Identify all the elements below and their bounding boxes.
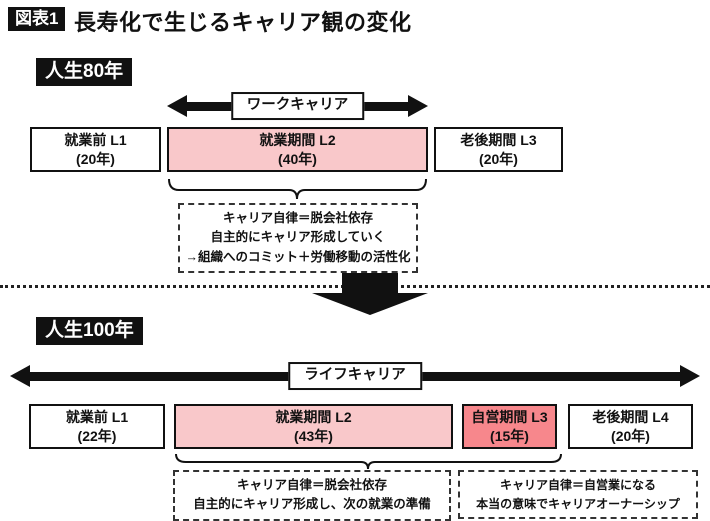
note-career-autonomy-100: キャリア自律＝脱会社依存 自主的にキャリア形成し、次の就業の準備 — [173, 470, 451, 521]
period-box-retirement-100: 老後期間 L4 (20年) — [568, 404, 693, 449]
brace-80 — [168, 178, 427, 200]
section-80-badge: 人生80年 — [36, 58, 133, 86]
work-career-label: ワークキャリア — [230, 92, 365, 120]
note-line: 本当の意味でキャリアオーナーシップ — [476, 496, 680, 511]
period-box-pre-employment-100: 就業前 L1 (22年) — [29, 404, 165, 449]
arrow-right-head-icon — [408, 95, 428, 117]
period-years: (20年) — [76, 150, 115, 167]
period-title: 老後期間 L4 — [592, 409, 669, 426]
period-title: 就業期間 L2 — [275, 409, 352, 426]
period-title: 自営期間 L3 — [471, 409, 548, 426]
figure-number-badge: 図表1 — [8, 7, 66, 31]
period-years: (15年) — [490, 427, 529, 444]
brace-100 — [175, 453, 562, 470]
period-box-retirement-80: 老後期間 L3 (20年) — [434, 127, 563, 172]
note-line: →組織へのコミット＋労働移動の活性化 — [185, 249, 411, 264]
period-years: (43年) — [294, 427, 333, 444]
life-career-arrow: ライフキャリア — [10, 362, 700, 390]
period-years: (40年) — [278, 150, 317, 167]
figure-title: 長寿化で生じるキャリア観の変化 — [74, 10, 412, 35]
note-line: 自主的にキャリア形成し、次の就業の準備 — [193, 497, 431, 512]
arrow-right-head-icon — [680, 365, 700, 387]
life-career-label: ライフキャリア — [288, 362, 422, 390]
note-line: キャリア自律＝脱会社依存 — [222, 211, 373, 225]
work-career-arrow: ワークキャリア — [167, 92, 428, 120]
period-box-employment-100: 就業期間 L2 (43年) — [174, 404, 453, 449]
note-line: キャリア自律＝自営業になる — [499, 478, 656, 492]
period-years: (20年) — [611, 427, 650, 444]
period-years: (20年) — [479, 150, 518, 167]
note-line: キャリア自律＝脱会社依存 — [236, 478, 387, 492]
period-title: 就業期間 L2 — [259, 132, 336, 149]
arrow-left-head-icon — [167, 95, 187, 117]
section-100-badge: 人生100年 — [36, 317, 143, 345]
transition-arrow-icon — [342, 273, 398, 294]
period-box-pre-employment-80: 就業前 L1 (20年) — [30, 127, 161, 172]
period-title: 就業前 L1 — [65, 409, 129, 426]
period-years: (22年) — [77, 427, 117, 444]
note-career-ownership-100: キャリア自律＝自営業になる 本当の意味でキャリアオーナーシップ — [458, 470, 698, 520]
period-title: 老後期間 L3 — [460, 132, 537, 149]
period-title: 就業前 L1 — [64, 132, 127, 149]
period-box-employment-80: 就業期間 L2 (40年) — [167, 127, 428, 172]
transition-arrow-head-icon — [312, 293, 428, 315]
note-career-autonomy-80: キャリア自律＝脱会社依存 自主的にキャリア形成していく →組織へのコミット＋労働… — [178, 203, 418, 274]
period-box-self-employment-100: 自営期間 L3 (15年) — [462, 404, 557, 449]
note-line: 自主的にキャリア形成していく — [210, 230, 386, 245]
arrow-left-head-icon — [10, 365, 30, 387]
